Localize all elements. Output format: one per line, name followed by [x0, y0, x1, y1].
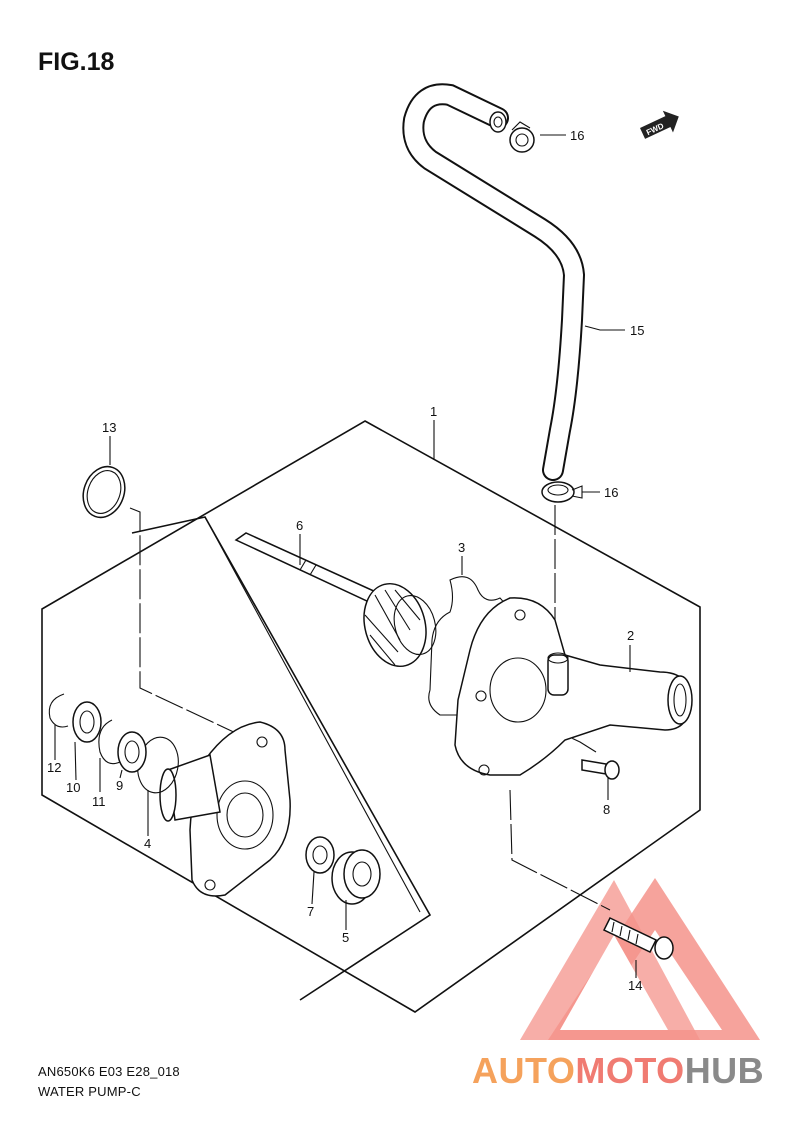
watermark-text: AUTOMOTOHUB: [472, 1050, 764, 1091]
callout-leaders: [54, 134, 637, 978]
callout-5: 5: [342, 930, 349, 945]
o-ring-part-13: [82, 465, 126, 519]
figure-title: FIG.18: [38, 48, 115, 76]
svg-text:FWD: FWD: [645, 121, 666, 137]
callout-13: 13: [102, 420, 116, 435]
hose-part-15: [402, 83, 586, 481]
callout-12: 12: [47, 760, 61, 775]
callout-11: 11: [92, 794, 106, 809]
callout-9: 9: [116, 778, 123, 793]
divider-line: [204, 516, 421, 913]
callout-15: 15: [630, 323, 644, 338]
assembly-outline: [41, 420, 701, 1013]
clamp-part-16-top: [509, 121, 535, 153]
sub-assembly-outline: [131, 516, 432, 1001]
callout-3: 3: [458, 540, 465, 555]
mechanical-seal-part-5: [331, 849, 381, 905]
model-code: AN650K6 E03 E28_018: [38, 1064, 180, 1079]
callout-8: 8: [603, 802, 610, 817]
callout-2: 2: [627, 628, 634, 643]
callout-16-bottom: 16: [604, 485, 618, 500]
circlip-part-12: [48, 693, 69, 728]
callout-7: 7: [307, 904, 314, 919]
clamp-part-16-bottom: [541, 481, 583, 503]
callout-14: 14: [628, 978, 642, 993]
bolt-part-14: [602, 917, 674, 960]
circlip-part-11: [98, 719, 121, 765]
assembly-name: WATER PUMP-C: [38, 1084, 141, 1099]
fwd-arrow-icon: FWD: [640, 110, 679, 139]
callout-1: 1: [430, 404, 437, 419]
bearing-part-9: [117, 731, 147, 773]
pump-body: [454, 597, 693, 776]
bolt-part-8: [581, 759, 620, 780]
callout-10: 10: [66, 780, 80, 795]
callout-4: 4: [144, 836, 151, 851]
pump-cover: [159, 721, 291, 897]
callout-6: 6: [296, 518, 303, 533]
impeller-part-6: [363, 582, 437, 668]
callout-16-top: 16: [570, 128, 584, 143]
bearing-part-10: [72, 701, 102, 743]
watermark-triangle-icon: [520, 878, 760, 1040]
seal-part-7: [305, 836, 335, 874]
